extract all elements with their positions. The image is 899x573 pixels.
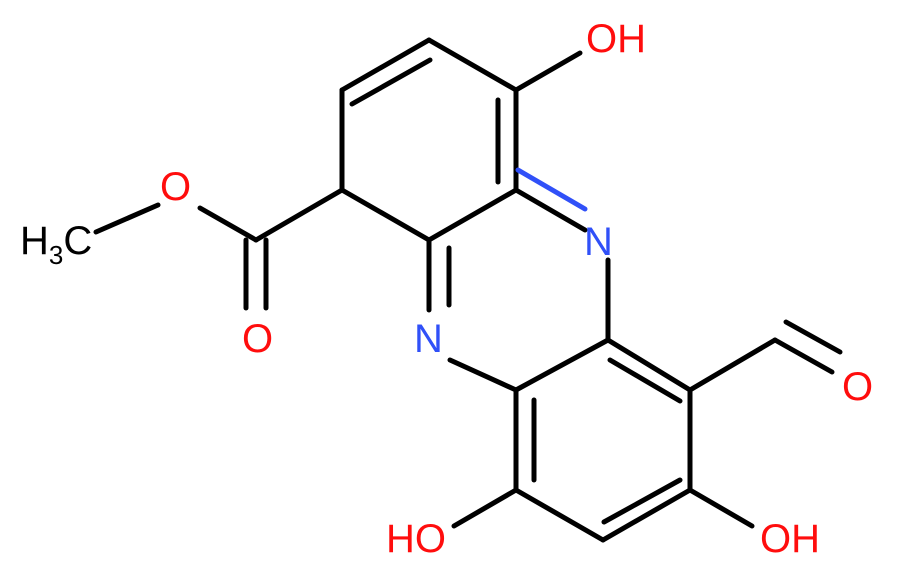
bond (426, 37, 519, 93)
methyl-c: C (63, 219, 92, 263)
bond (513, 187, 588, 233)
bond (687, 337, 778, 393)
methyl-h: H (20, 219, 49, 263)
nitrogen-upper-label: N (584, 220, 613, 264)
ester-oxygen-label: O (160, 165, 191, 209)
bond (687, 487, 755, 529)
bond (515, 167, 588, 212)
bond (93, 202, 161, 235)
bond (607, 357, 683, 404)
hydroxyl-top-label: OH (586, 17, 646, 61)
bond (349, 57, 433, 107)
bond (605, 337, 693, 393)
bond (426, 187, 519, 243)
bond (772, 337, 835, 375)
nitrogen-lower-label: N (414, 317, 443, 361)
bond (513, 50, 583, 93)
bond (513, 337, 611, 393)
methyl-subscript: 3 (49, 240, 63, 270)
bond (339, 187, 432, 243)
bond (197, 205, 259, 243)
bond (783, 319, 843, 355)
bond (600, 487, 693, 543)
bond (601, 477, 683, 525)
hydroxyl-bottom-right-label: OH (760, 517, 820, 561)
bond (253, 187, 345, 243)
bond (447, 357, 519, 393)
hydroxyl-bottom-left-label: HO (386, 517, 446, 561)
aldehyde-oxygen-label: O (842, 365, 873, 409)
bond (513, 487, 606, 543)
bond (339, 37, 432, 93)
bond (451, 487, 519, 529)
carbonyl-oxygen-label: O (242, 317, 273, 361)
methyl-label: H3C (20, 219, 92, 270)
